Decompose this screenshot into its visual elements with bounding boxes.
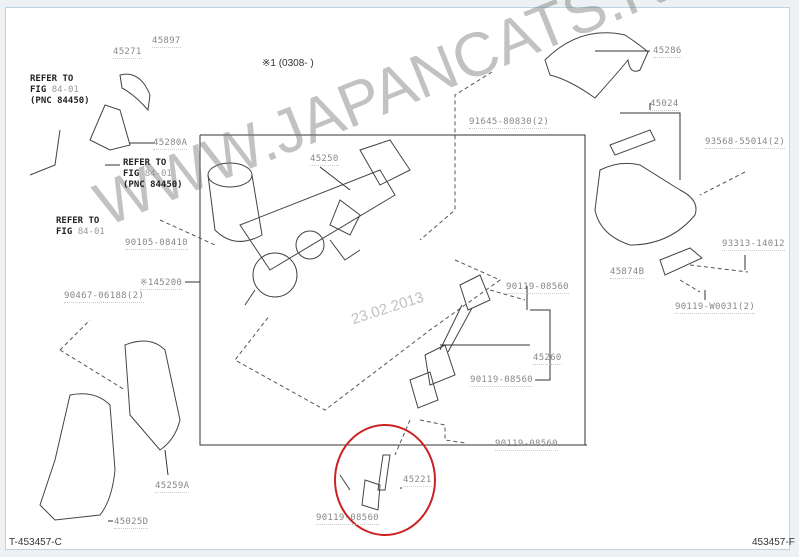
ref-pnc: (PNC 84450) [123,180,183,190]
steering-column-part [207,139,411,306]
part-label-90119-w0031[interactable]: 90119-W0031(2) [675,302,756,314]
clamp-45271 [119,73,151,112]
ref-fig-link[interactable]: 84-01 [51,85,79,95]
assembly-box [200,134,586,445]
ref-fig-prefix: FIG [123,169,140,179]
figure-code-right: 453457-F [752,537,795,548]
part-label-90119-08560-c[interactable]: 90119-08560 [495,439,558,451]
part-label-45897[interactable]: 45897 [152,36,181,48]
ref-pnc: (PNC 84450) [30,96,90,106]
part-label-91645-80830[interactable]: 91645-80830(2) [469,117,550,129]
leader-lines [105,50,746,522]
shaft-part-45221 [339,454,391,511]
part-label-45259a[interactable]: 45259A [155,481,190,493]
title-note: ※1 (0308- ) [262,58,314,69]
upper-cover-45286 [544,32,649,99]
dashed-guides [59,71,749,456]
part-label-93313-14012[interactable]: 93313-14012 [722,239,785,251]
part-label-93568-55014[interactable]: 93568-55014(2) [705,137,786,149]
highlight-circle [334,424,436,536]
part-label-45025d[interactable]: 45025D [114,517,149,529]
part-label-90119-08560-b[interactable]: 90119-08560 [470,375,533,387]
part-label-90467-06188[interactable]: 90467-06188(2) [64,291,145,303]
lower-cover-45024 [594,162,697,246]
part-label-45221[interactable]: 45221 [403,475,432,487]
part-label-45874b[interactable]: 45874B [610,267,645,279]
part-label-45271[interactable]: 45271 [113,47,142,59]
ref-fig-prefix: FIG [56,227,73,237]
ref-line: REFER TO [56,216,100,226]
part-label-90119-08560-d[interactable]: 90119-08560 [316,513,379,525]
bracket-45280a [89,104,131,151]
wire-harness [29,129,61,176]
boot-45025d [39,393,116,521]
part-label-45200[interactable]: ※145200 [140,278,183,290]
cover-45259a [124,340,181,451]
ref-line: REFER TO [123,158,167,168]
ref-fig-link[interactable]: 84-01 [77,227,105,237]
part-label-90105-08410[interactable]: 90105-08410 [125,238,188,250]
plate-45024 [609,129,656,156]
part-label-45250[interactable]: 45250 [310,154,339,166]
bracket-45874b [659,247,703,276]
intermediate-shaft-part [409,274,491,409]
ref-fig-link[interactable]: 84-01 [144,169,172,179]
part-label-45260[interactable]: 45260 [533,353,562,365]
ref-line: REFER TO [30,74,74,84]
part-label-90119-08560-a[interactable]: 90119-08560 [506,282,569,294]
ref-fig-prefix: FIG [30,85,47,95]
figure-code-left: T-453457-C [9,537,62,548]
part-label-45286[interactable]: 45286 [653,46,682,58]
part-label-45024[interactable]: 45024 [650,99,679,111]
part-label-45280a[interactable]: 45280A [153,138,188,150]
